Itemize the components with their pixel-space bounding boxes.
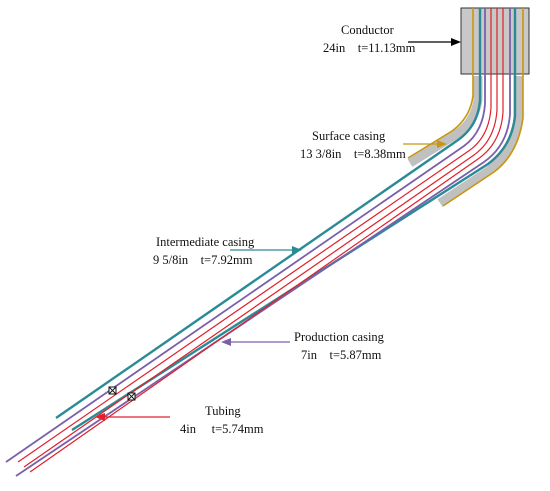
conductor-spec: 24in t=11.13mm [323, 41, 416, 55]
tubing-label: Tubing [205, 404, 241, 418]
surface-cement-upper [407, 76, 483, 167]
intermediate-casing-arrowhead [292, 246, 302, 254]
production-casing-label: Production casing [294, 330, 385, 344]
surface-casing-lower [442, 8, 524, 207]
intermediate-casing-upper [55, 8, 482, 419]
centralizer-marker [127, 392, 136, 401]
tubing-middle [23, 8, 498, 468]
intermediate-casing-label: Intermediate casing [156, 235, 255, 249]
tubing-arrowhead [95, 413, 105, 421]
centralizer-marker [108, 386, 117, 395]
surface-casing-arrowhead [437, 140, 447, 148]
tubing-spec: 4in t=5.74mm [180, 422, 264, 436]
tubing-lower [29, 8, 504, 473]
surface-casing-spec: 13 3/8in t=8.38mm [300, 147, 406, 161]
production-casing-lower [15, 8, 511, 477]
production-casing-spec: 7in t=5.87mm [301, 348, 382, 362]
intermediate-casing-spec: 9 5/8in t=7.92mm [153, 253, 253, 267]
surface-casing-upper [407, 8, 474, 159]
conductor-label: Conductor [341, 23, 395, 37]
surface-casing-label: Surface casing [312, 129, 386, 143]
intermediate-casing-lower [71, 8, 517, 432]
production-casing-upper [5, 8, 486, 463]
conductor-block [460, 7, 530, 75]
production-casing-arrowhead [221, 338, 231, 346]
tubing-upper [17, 8, 492, 463]
surface-cement-lower [437, 76, 523, 207]
conductor-arrowhead [451, 38, 461, 46]
